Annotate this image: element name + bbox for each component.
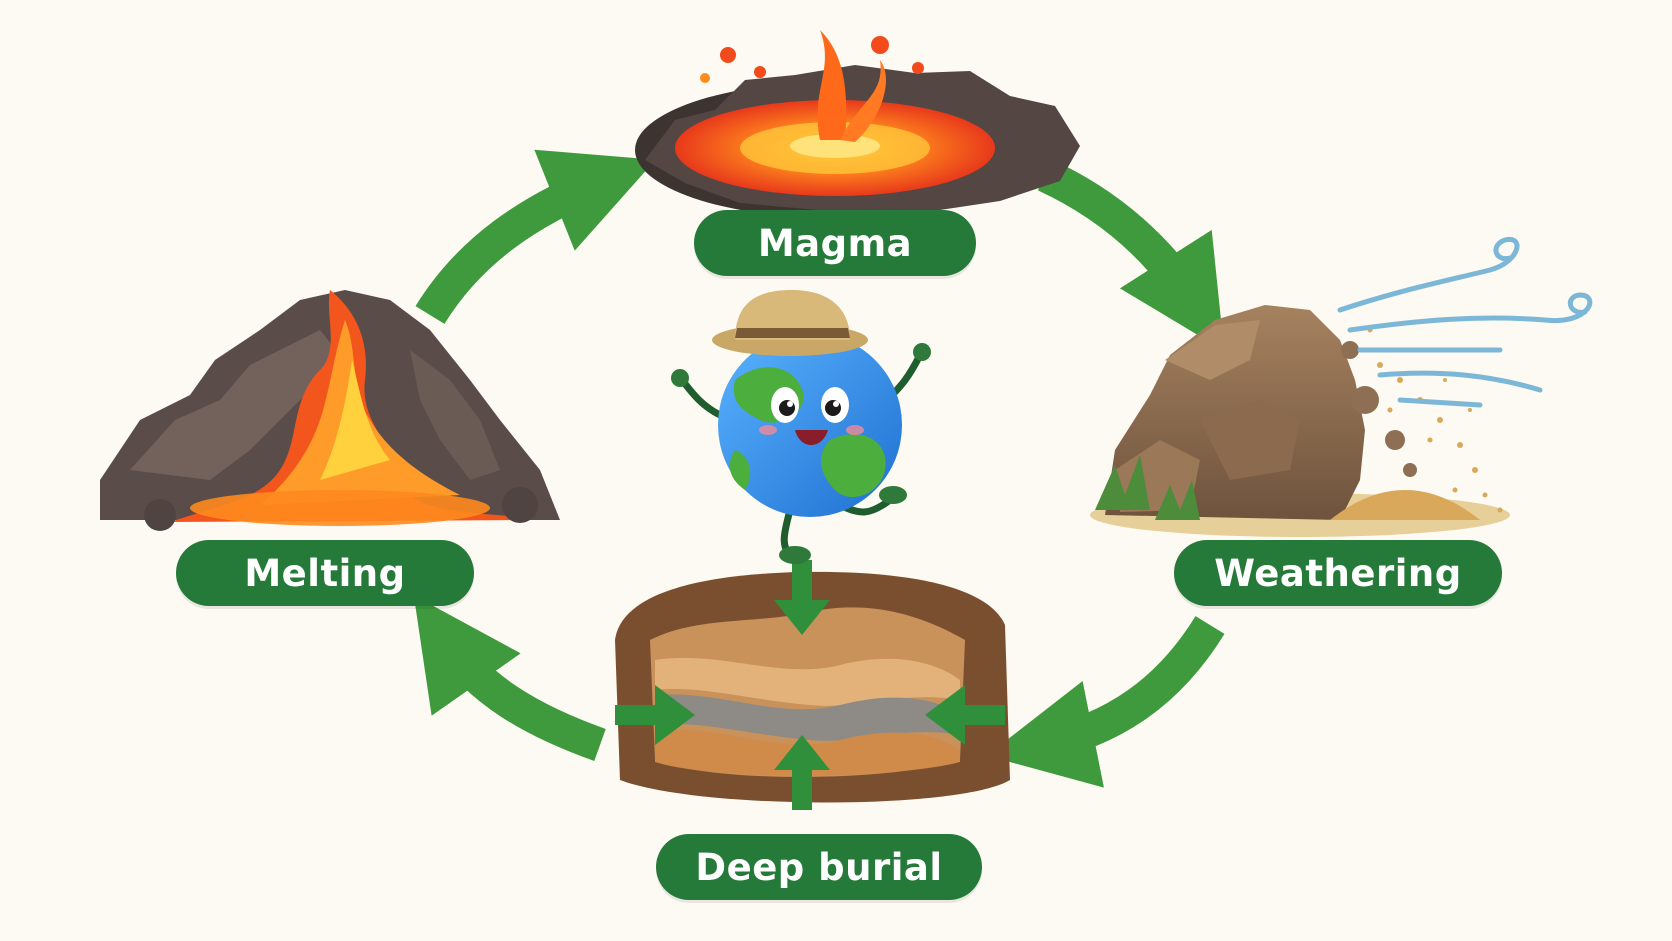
stage-label-melting: Melting xyxy=(176,540,474,606)
cycle-arrows xyxy=(413,149,1225,788)
earth-explorer-mascot-icon xyxy=(671,290,931,564)
stage-label-deep-burial: Deep burial xyxy=(656,834,982,900)
magma-pool-icon xyxy=(635,30,1080,218)
arrow-melting-to-magma xyxy=(415,149,656,325)
stage-label-weathering: Weathering xyxy=(1174,540,1502,606)
wind-icon xyxy=(1337,236,1593,408)
explorer-hat-icon xyxy=(712,290,868,356)
arrow-weathering-to-burial xyxy=(986,615,1225,788)
stage-label-magma: Magma xyxy=(694,210,976,276)
weathering-rock-icon xyxy=(1090,305,1510,537)
sand-particles xyxy=(1330,327,1503,520)
arrow-magma-to-weathering xyxy=(1037,159,1225,351)
erupting-volcano-icon xyxy=(100,290,560,531)
compression-arrows-icon xyxy=(615,560,1005,810)
sediment-layers-icon xyxy=(615,571,1010,803)
arrow-burial-to-melting xyxy=(413,595,606,762)
